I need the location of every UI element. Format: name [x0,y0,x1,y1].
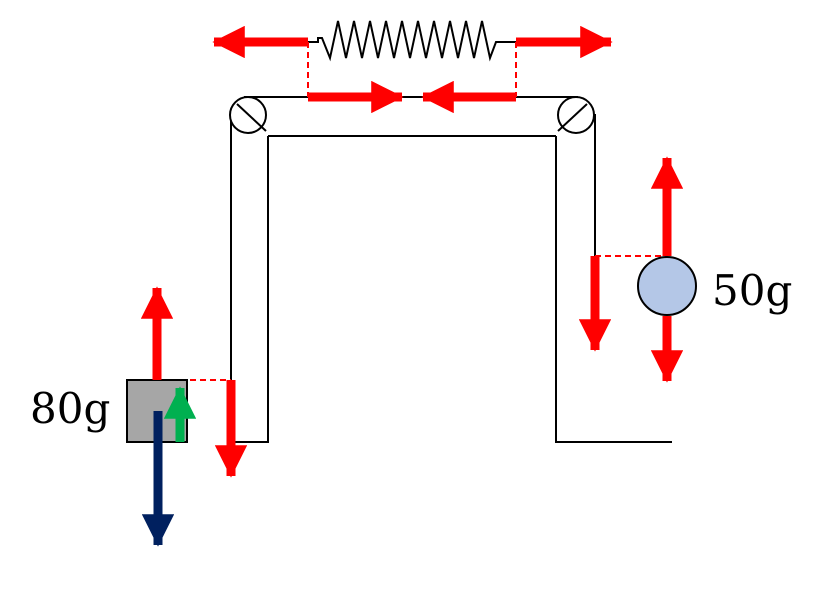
frame-left-outer [230,114,269,443]
frame [230,96,672,443]
force-arrows [140,25,684,478]
pulley-icon [229,96,267,134]
ball-mass-label: 50g [712,266,793,315]
block-mass-label: 80g [30,384,111,433]
spring-icon [308,20,516,62]
frame-right-post [555,136,672,443]
ball-icon [637,256,697,316]
pulley-icon [557,96,595,134]
